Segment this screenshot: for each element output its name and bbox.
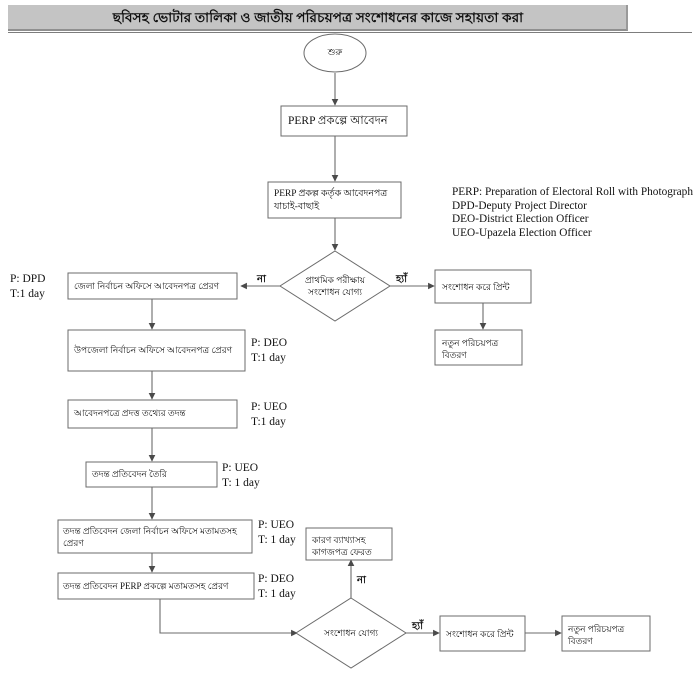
node-distribute-1[interactable] — [434, 329, 523, 366]
edge-label-decision2-yes: হ্যাঁ — [412, 621, 424, 632]
annotation-ueo-2: P: UEO T: 1 day — [222, 462, 260, 489]
node-send-district[interactable] — [67, 272, 238, 300]
node-distribute-2-label: নতুন পরিচয়পত্র বিতরণ — [568, 624, 625, 646]
node-correct-print-1[interactable] — [434, 269, 532, 304]
node-send-upazila-label: উপজেলা নির্বাচন অফিসে আবেদনপত্র প্রেরণ — [74, 345, 233, 355]
annotation-ueo-1: P: UEO T:1 day — [251, 401, 288, 428]
node-make-report[interactable] — [85, 461, 218, 488]
node-apply-label: PERP প্রকল্পে আবেদন — [288, 115, 388, 127]
node-report-to-district-label: তদন্ত প্রতিবেদন জেলা নির্বাচন অফিসে মতাম… — [63, 526, 237, 548]
annotation-deo-2: P: DEO T: 1 day — [258, 573, 296, 600]
node-decision1-label: প্রাথমিক পরীক্ষায় সংশোধন যোগ্য — [304, 275, 366, 297]
node-correct-print-2[interactable] — [439, 615, 526, 652]
node-distribute-1-label: নতুন পরিচয়পত্র বিতরণ — [442, 338, 499, 360]
header-divider — [8, 32, 692, 33]
node-distribute-2[interactable] — [561, 615, 651, 652]
edge-label-decision1-no: না — [257, 274, 266, 285]
annotation-dpd: P: DPD T:1 day — [10, 273, 46, 300]
annotation-deo-1: P: DEO T:1 day — [251, 337, 288, 364]
node-investigate[interactable] — [67, 399, 238, 429]
node-decision1[interactable] — [279, 250, 391, 322]
node-send-district-label: জেলা নির্বাচন অফিসে আবেদনপত্র প্রেরণ — [74, 281, 220, 291]
edge-label-decision1-yes: হ্যাঁ — [396, 274, 408, 285]
node-investigate-label: আবেদনপত্রে প্রদত্ত তথ্যের তদন্ত — [74, 408, 186, 418]
node-start[interactable] — [303, 33, 367, 73]
node-correct-print-1-label: সংশোধন করে প্রিন্ট — [442, 282, 510, 292]
node-report-to-perp-label: তদন্ত প্রতিবেদন PERP প্রকল্পে মতামতসহ প্… — [63, 581, 229, 591]
annotation-ueo-3: P: UEO T: 1 day — [258, 519, 296, 546]
node-send-upazila[interactable] — [67, 329, 246, 372]
edge-label-decision2-no: না — [357, 575, 366, 586]
legend-block: PERP: Preparation of Electoral Roll with… — [452, 186, 693, 239]
node-apply[interactable] — [280, 105, 408, 137]
node-return-docs-label: কারণ ব্যাখ্যাসহ কাগজপত্র ফেরত — [312, 535, 372, 557]
node-report-to-district[interactable] — [57, 519, 253, 554]
node-report-to-perp[interactable] — [57, 572, 255, 600]
node-make-report-label: তদন্ত প্রতিবেদন তৈরি — [92, 469, 167, 479]
node-screen-label: PERP প্রকল্প কর্তৃক আবেদনপত্র যাচাই-বাছা… — [274, 189, 388, 212]
header-bar — [8, 5, 628, 31]
page-title: ছবিসহ ভোটার তালিকা ও জাতীয় পরিচয়পত্র স… — [112, 10, 524, 25]
node-return-docs[interactable] — [305, 527, 393, 561]
node-decision2-label: সংশোধন যোগ্য — [324, 628, 378, 638]
edge-perp-to-decision2 — [159, 599, 298, 637]
node-decision2[interactable] — [295, 597, 407, 669]
node-screen[interactable] — [267, 181, 402, 219]
node-correct-print-2-label: সংশোধন করে প্রিন্ট — [446, 629, 514, 639]
node-start-label: শুরু — [327, 47, 343, 57]
